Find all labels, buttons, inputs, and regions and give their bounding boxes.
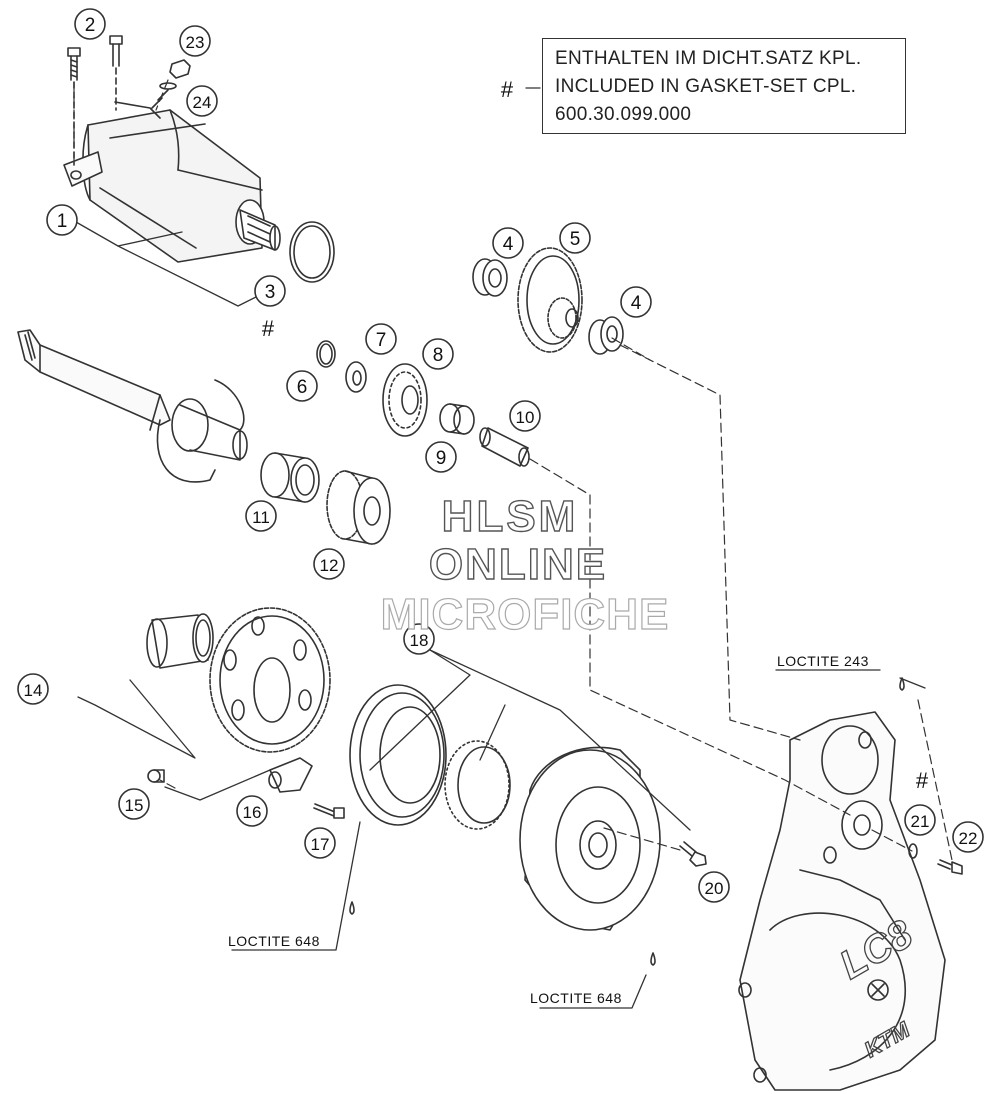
callout-24: 24 [193, 93, 212, 112]
needle-bearing-11 [260, 452, 320, 503]
starter-gear-14 [209, 607, 331, 753]
callout-circles [17, 8, 984, 903]
screw-20 [679, 841, 707, 867]
bearing-4-left [472, 258, 508, 297]
gear-8 [382, 363, 428, 437]
callout-1: 1 [57, 211, 68, 232]
hash-marker-cover: # [916, 768, 929, 793]
watermark-line-2: ONLINE [428, 539, 608, 589]
callout-15: 15 [125, 796, 144, 815]
loctite-648-left-label: LOCTITE 648 [228, 933, 320, 949]
callout-22: 22 [959, 829, 978, 848]
freewheel-ring-18 [349, 684, 447, 826]
dowel-15 [147, 769, 165, 783]
callout-20: 20 [705, 879, 724, 898]
callout-16: 16 [243, 803, 262, 822]
bolt-10 [479, 427, 530, 467]
gasket-set-note: ENTHALTEN IM DICHT.SATZ KPL. INCLUDED IN… [542, 38, 906, 134]
callout-6: 6 [297, 377, 308, 398]
note-line-english: INCLUDED IN GASKET-SET CPL. [555, 76, 857, 97]
callout-2: 2 [85, 15, 96, 36]
loctite-drops [349, 677, 905, 966]
note-part-number: 600.30.099.000 [555, 104, 692, 125]
washer-21 [908, 843, 918, 859]
callout-14: 14 [24, 681, 43, 700]
leader-lines [75, 87, 926, 1009]
ignition-cover [738, 711, 946, 1091]
needle-bearing-9 [439, 403, 475, 435]
callout-5: 5 [570, 229, 581, 250]
callout-4-right: 4 [631, 293, 642, 314]
watermark-line-3: MICROFICHE [380, 589, 670, 639]
callout-23: 23 [186, 33, 205, 52]
gear-12 [326, 470, 391, 545]
callout-3: 3 [265, 282, 276, 303]
needle-bearing-14 [146, 613, 214, 669]
starter-motor [63, 101, 335, 283]
screw-22 [937, 859, 963, 875]
rotor-flywheel [519, 746, 661, 931]
bearing-4-right [588, 316, 624, 355]
callout-9: 9 [436, 448, 447, 469]
loctite-648-right-label: LOCTITE 648 [530, 990, 622, 1006]
callout-12: 12 [320, 556, 339, 575]
callout-11: 11 [252, 508, 270, 527]
callout-21: 21 [911, 812, 930, 831]
note-line-german: ENTHALTEN IM DICHT.SATZ KPL. [555, 48, 862, 69]
hash-marker-starter: # [262, 316, 275, 341]
freewheel-cage-18 [444, 740, 511, 830]
washer-7 [345, 361, 367, 393]
bracket-16 [268, 757, 313, 793]
callout-18: 18 [410, 631, 429, 650]
dash-lines [73, 79, 953, 861]
screw-17 [313, 803, 345, 819]
callout-8: 8 [433, 345, 444, 366]
callout-4-left: 4 [503, 234, 514, 255]
loctite-243-label: LOCTITE 243 [777, 653, 869, 669]
note-hash-marker: # [501, 77, 514, 102]
circlip-6 [316, 340, 336, 368]
terminal-nut-23 [151, 59, 191, 109]
callout-7: 7 [376, 330, 387, 351]
gear-5 [517, 247, 583, 353]
callout-10: 10 [516, 408, 535, 427]
crankshaft [17, 329, 248, 483]
watermark-line-1: HLSM [441, 491, 579, 541]
callout-17: 17 [311, 835, 330, 854]
